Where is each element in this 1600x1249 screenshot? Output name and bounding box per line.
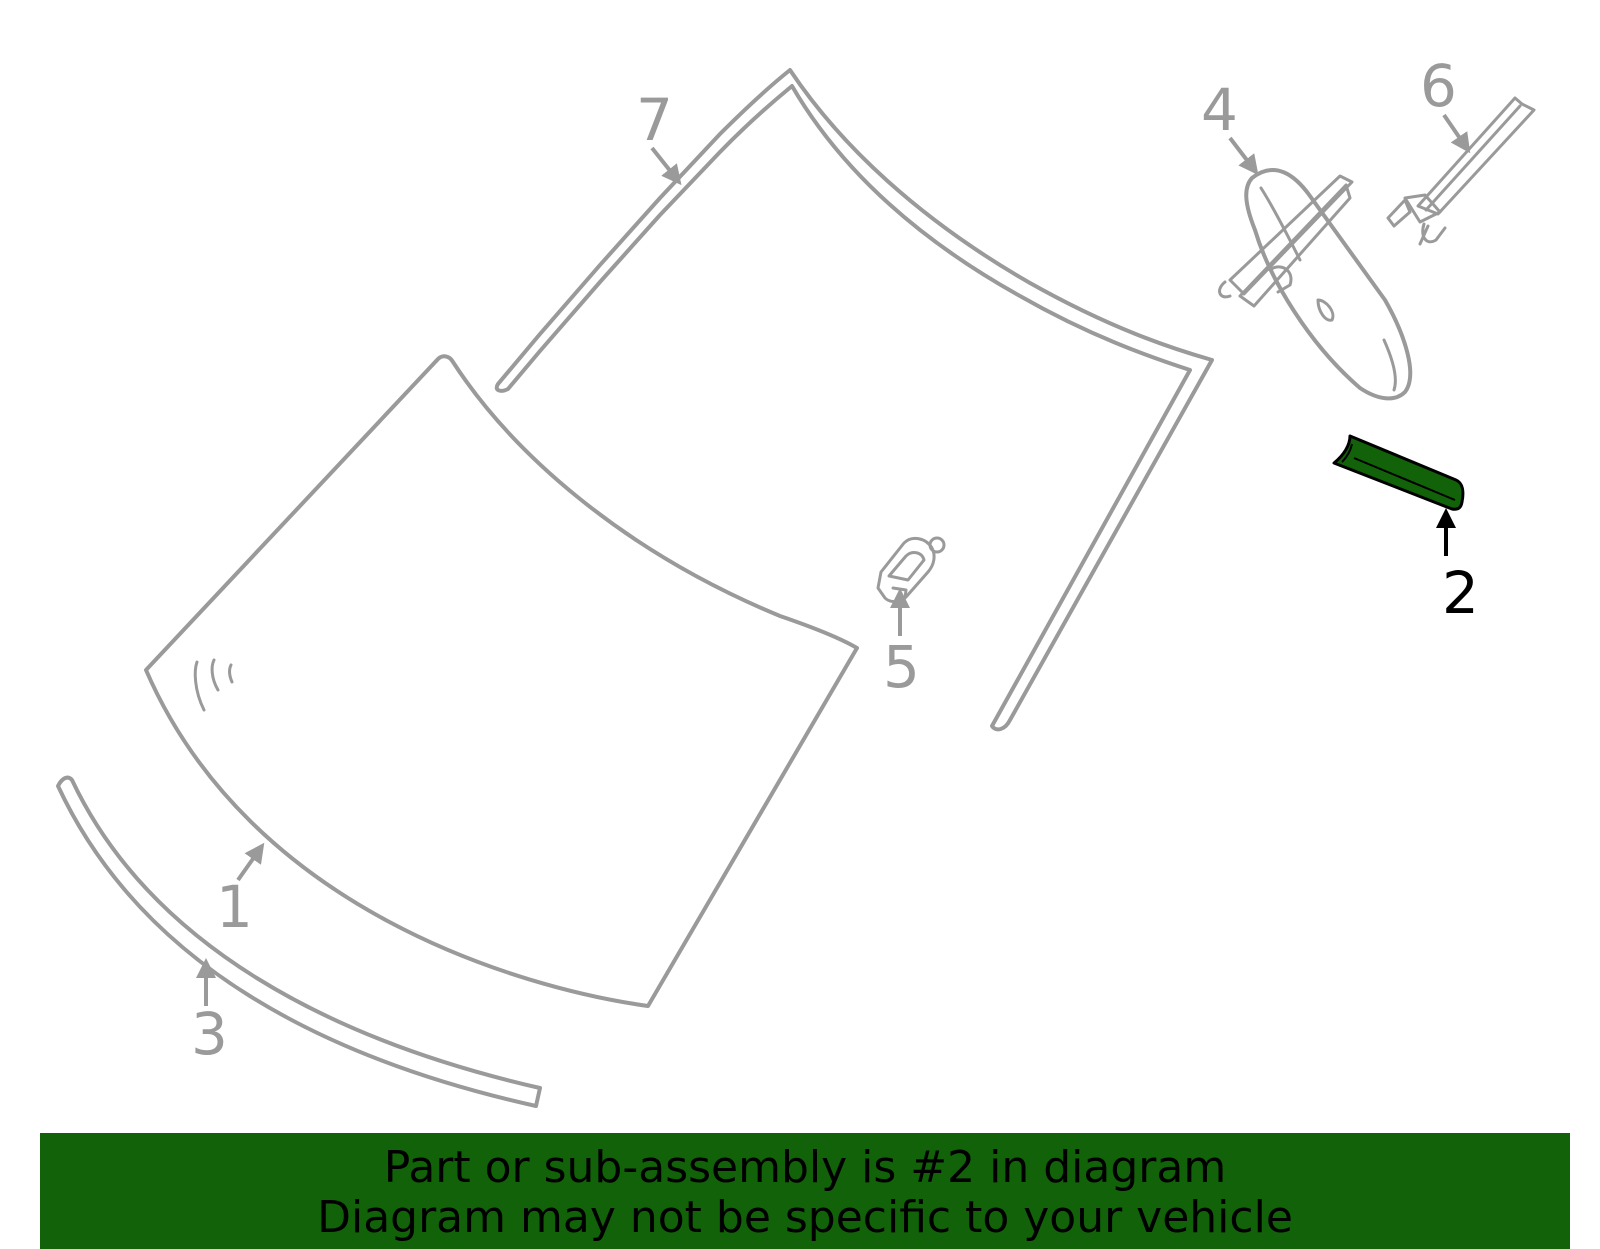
- part-7-upper-molding: [494, 68, 1214, 732]
- part-1-windshield-glass: [144, 354, 859, 1008]
- leader-4: [1228, 136, 1259, 176]
- part-4-rear-view-mirror: [1218, 168, 1413, 401]
- info-banner: Part or sub-assembly is #2 in diagram Di…: [40, 1133, 1570, 1249]
- callout-4: 4: [1201, 76, 1238, 144]
- callout-2: 2: [1442, 559, 1479, 627]
- part-5-clip: [876, 536, 946, 604]
- leader-7: [650, 146, 682, 186]
- part-6-mirror-bracket: [1386, 96, 1536, 246]
- banner-line-2: Diagram may not be specific to your vehi…: [317, 1192, 1293, 1243]
- part-3-lower-molding: [56, 775, 542, 1108]
- callout-1: 1: [216, 873, 253, 941]
- banner-line-1: Part or sub-assembly is #2 in diagram: [383, 1142, 1227, 1193]
- callout-3: 3: [191, 1000, 228, 1068]
- callout-6: 6: [1420, 52, 1457, 120]
- leader-6: [1442, 113, 1471, 154]
- callout-7: 7: [636, 86, 673, 154]
- callout-5: 5: [883, 633, 920, 701]
- leader-1: [236, 842, 265, 882]
- part-2-trim-cover: [1332, 434, 1465, 511]
